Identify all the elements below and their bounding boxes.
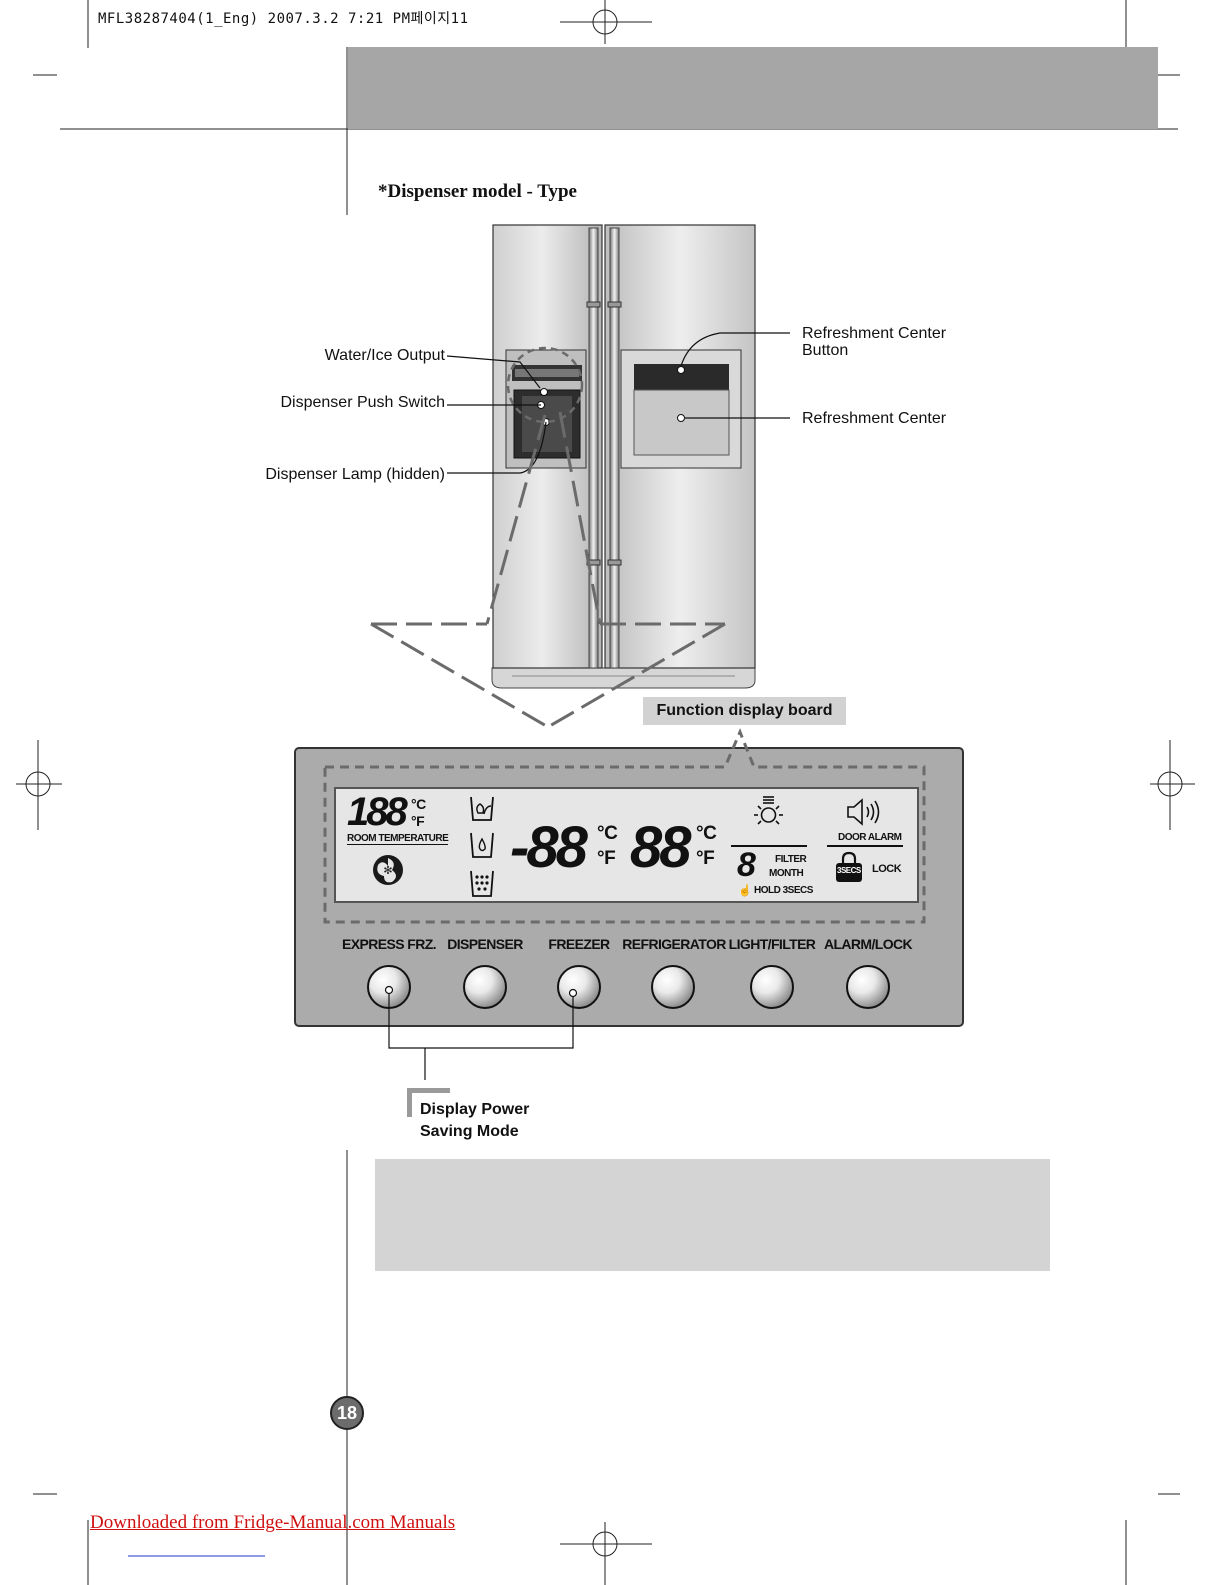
speaker-icon [847,798,880,826]
callout-dispenser-push-switch: Dispenser Push Switch [280,394,445,411]
freezer-unit-c: °C [597,823,618,844]
hand-icon: ☝ [738,885,752,897]
freezer-label: FREEZER [548,936,610,952]
callout-dispenser-lamp: Dispenser Lamp (hidden) [265,466,445,483]
lock-label: LOCK [872,863,902,875]
callout-refreshment-center: Refreshment Center [802,410,947,427]
svg-text:✻: ✻ [383,864,392,877]
lock-3secs-badge: 3SECS [837,866,861,875]
filter-month-digit: 8 [737,846,756,884]
callout-refreshment-button-line2: Button [802,342,849,359]
power-saving-label: Display Power Saving Mode [420,1099,529,1143]
express-freeze-icon: ✻ [373,855,403,885]
lcd-display [334,787,919,903]
light-bulb-icon [754,796,783,825]
room-temperature-label: ROOM TEMPERATURE [347,833,449,845]
light-filter-label: LIGHT/FILTER [728,936,816,952]
freezer-unit-f: °F [597,848,616,869]
freezer-button[interactable] [557,965,601,1009]
callout-water-ice-output: Water/Ice Output [324,347,445,364]
alarm-lock-label: ALARM/LOCK [823,936,913,952]
alarm-lock-divider [827,845,903,847]
express-frz-label: EXPRESS FRZ. [342,936,437,952]
alarm-lock-button[interactable] [846,965,890,1009]
power-saving-line1: Display Power [420,1101,530,1118]
door-alarm-label: DOOR ALARM [838,832,902,843]
fridge-temp-digits: 88 [630,815,691,880]
light-filter-divider [731,845,807,847]
room-unit-c: °C [411,796,426,812]
power-saving-line2: Saving Mode [420,1123,519,1140]
refrigerator-button[interactable] [651,965,695,1009]
room-temp-digits: 188 [347,790,408,834]
room-unit-f: °F [411,813,425,829]
water-icon [470,832,494,858]
refrigerator-label: REFRIGERATOR [622,936,726,952]
fridge-unit-c: °C [696,823,717,844]
filter-label: FILTER [775,854,807,865]
hold-3secs-label: HOLD 3SECS [754,885,813,896]
light-filter-button[interactable] [750,965,794,1009]
dispenser-mode-icons [470,796,494,897]
callout-refreshment-button-line1: Refreshment Center [802,325,947,342]
note-box [375,1159,1050,1271]
print-slug: MFL38287404(1_Eng) 2007.3.2 7:21 PM페이지11 [98,11,469,27]
section-title: *Dispenser model - Type [378,181,577,202]
freezer-temp-digits: -88 [510,815,588,880]
function-display-board-label: Function display board [643,697,846,725]
dispenser-button[interactable] [463,965,507,1009]
fridge-unit-f: °F [696,848,715,869]
header-band [348,47,1158,129]
page-number: 18 [330,1396,364,1430]
callout-refreshment-button: Refreshment Center Button [802,325,946,359]
dispenser-label: DISPENSER [447,936,523,952]
crushed-ice-icon [470,796,494,821]
lock-icon [836,851,862,882]
month-label: MONTH [769,868,804,879]
cubed-ice-icon [470,870,494,897]
footer-download-link[interactable]: Downloaded from Fridge-Manual.com Manual… [90,1512,456,1533]
